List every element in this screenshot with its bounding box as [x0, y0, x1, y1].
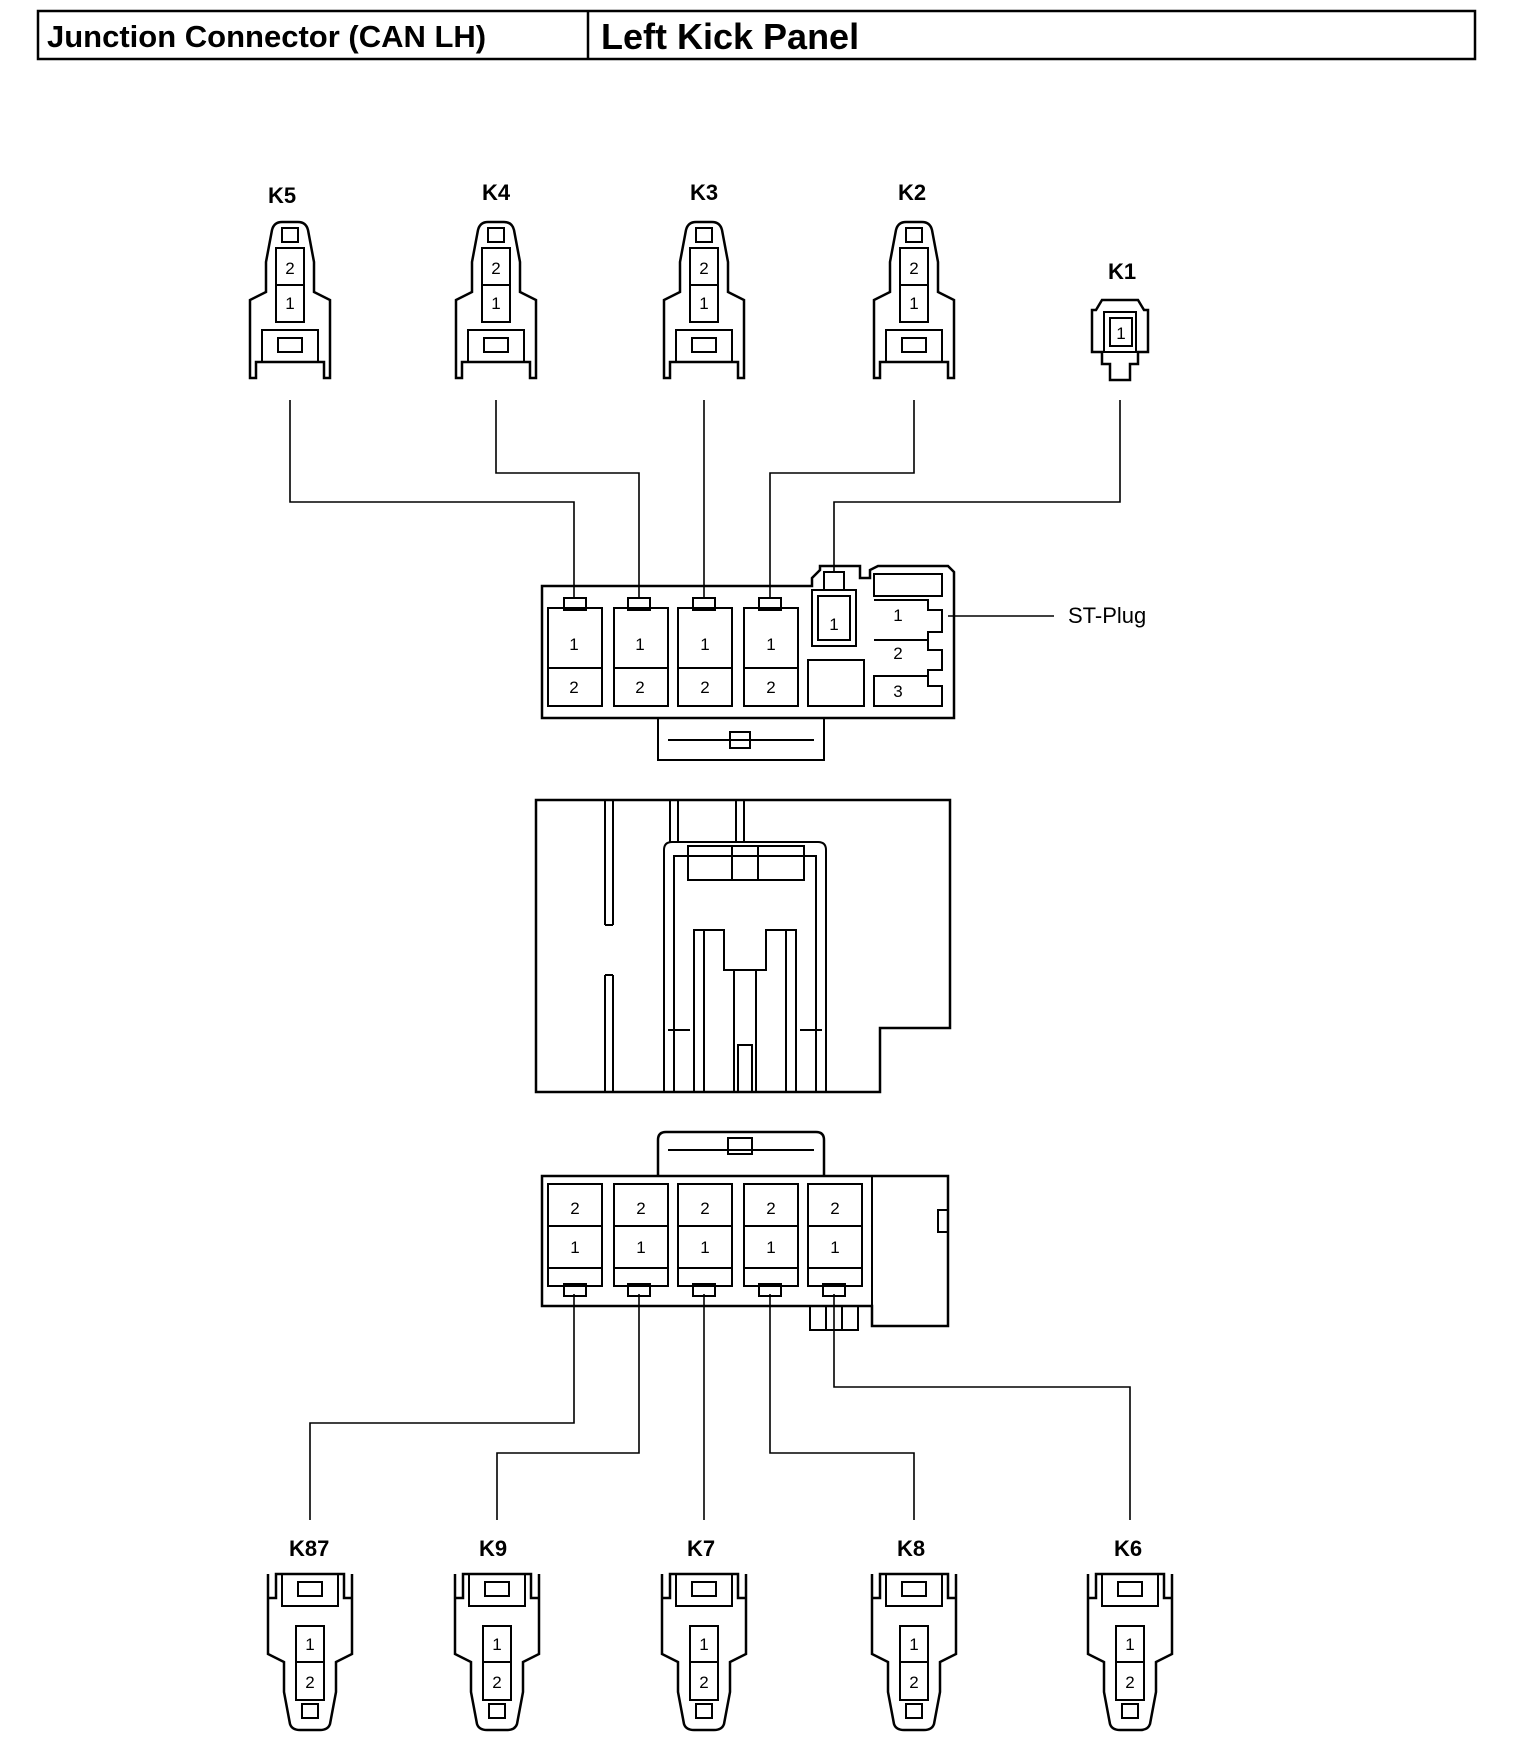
connector-k5: K5 2 1: [248, 183, 332, 380]
connector-label: K3: [690, 180, 718, 205]
svg-text:2: 2: [766, 1199, 775, 1218]
svg-text:1: 1: [635, 635, 644, 654]
svg-text:2: 2: [699, 259, 708, 278]
svg-text:1: 1: [492, 1635, 501, 1654]
svg-text:2: 2: [766, 678, 775, 697]
svg-text:1: 1: [909, 1635, 918, 1654]
connector-k1: K1 1: [1090, 259, 1150, 382]
svg-text:1: 1: [1125, 1635, 1134, 1654]
wire-k8: [769, 1294, 915, 1520]
svg-text:2: 2: [285, 259, 294, 278]
wire-k6: [833, 1294, 1131, 1520]
connector-label: K5: [268, 183, 296, 208]
svg-text:2: 2: [893, 644, 902, 663]
svg-text:2: 2: [305, 1673, 314, 1692]
svg-text:2: 2: [491, 259, 500, 278]
svg-text:2: 2: [569, 678, 578, 697]
svg-text:1: 1: [570, 1238, 579, 1257]
connector-label: K7: [687, 1536, 715, 1561]
svg-text:2: 2: [1125, 1673, 1134, 1692]
svg-text:1: 1: [1116, 324, 1125, 343]
wire-k4: [495, 400, 640, 598]
top-wires: [289, 400, 1121, 617]
connector-k8: K8 1 2: [870, 1536, 958, 1732]
connector-k7: K7 1 2: [660, 1536, 748, 1732]
svg-text:1: 1: [305, 1635, 314, 1654]
svg-text:1: 1: [830, 1238, 839, 1257]
connector-k6: K6 1 2: [1086, 1536, 1174, 1732]
middle-housing: [534, 798, 952, 1094]
svg-text:1: 1: [700, 1238, 709, 1257]
svg-text:2: 2: [492, 1673, 501, 1692]
svg-text:1: 1: [491, 294, 500, 313]
slot-2: 1 2: [613, 597, 669, 707]
connector-label: K8: [897, 1536, 925, 1561]
svg-text:1: 1: [893, 606, 902, 625]
connector-label: K6: [1114, 1536, 1142, 1561]
component-name: Junction Connector (CAN LH): [47, 19, 486, 54]
slot-3: 1 2: [677, 597, 733, 707]
slot-2: 2 1: [613, 1183, 669, 1297]
upper-connector-block: 1 2 1 2 1 2 1 2 1: [540, 564, 1146, 761]
bottom-wires: [309, 1294, 1131, 1520]
slot-1: 1 2: [547, 597, 603, 707]
svg-text:1: 1: [829, 615, 838, 634]
wire-k2: [769, 400, 915, 598]
header-table: Junction Connector (CAN LH) Left Kick Pa…: [36, 9, 1477, 61]
lower-connector-block: 2 1 2 1 2 1 2 1: [540, 1130, 950, 1331]
svg-text:1: 1: [569, 635, 578, 654]
connector-label: K2: [898, 180, 926, 205]
svg-text:2: 2: [700, 1199, 709, 1218]
svg-text:1: 1: [699, 294, 708, 313]
slot-4: 1 2: [743, 597, 799, 707]
wire-k87: [309, 1294, 575, 1520]
slot-5: 2 1: [807, 1183, 863, 1297]
connector-label: K9: [479, 1536, 507, 1561]
svg-text:2: 2: [699, 1673, 708, 1692]
st-plug-label: ST-Plug: [1068, 603, 1146, 628]
slot-3: 2 1: [677, 1183, 733, 1297]
connector-k87: K87 1 2: [266, 1536, 354, 1732]
svg-text:1: 1: [766, 635, 775, 654]
svg-text:2: 2: [909, 1673, 918, 1692]
svg-text:1: 1: [909, 294, 918, 313]
svg-text:2: 2: [830, 1199, 839, 1218]
svg-text:1: 1: [766, 1238, 775, 1257]
svg-text:1: 1: [699, 1635, 708, 1654]
location-name: Left Kick Panel: [601, 16, 859, 57]
wire-k1: [833, 400, 1121, 572]
svg-text:2: 2: [909, 259, 918, 278]
single-pin-slot: 1: [807, 571, 865, 707]
svg-text:2: 2: [700, 678, 709, 697]
svg-text:2: 2: [636, 1199, 645, 1218]
connector-k2: K2 2 1: [872, 180, 956, 380]
svg-text:2: 2: [635, 678, 644, 697]
connector-k9: K9 1 2: [453, 1536, 541, 1732]
svg-text:1: 1: [285, 294, 294, 313]
connector-label: K4: [482, 180, 511, 205]
svg-text:1: 1: [636, 1238, 645, 1257]
svg-text:2: 2: [570, 1199, 579, 1218]
wire-k5: [289, 400, 575, 598]
slot-4: 2 1: [743, 1183, 799, 1297]
connector-k3: K3 2 1: [662, 180, 746, 380]
connector-k4: K4 2 1: [454, 180, 538, 380]
st-plug: 1 2 3: [873, 573, 943, 707]
connector-label: K87: [289, 1536, 329, 1561]
wire-k9: [496, 1294, 640, 1520]
connector-label: K1: [1108, 259, 1136, 284]
svg-text:3: 3: [893, 682, 902, 701]
slot-1: 2 1: [547, 1183, 603, 1297]
svg-text:1: 1: [700, 635, 709, 654]
